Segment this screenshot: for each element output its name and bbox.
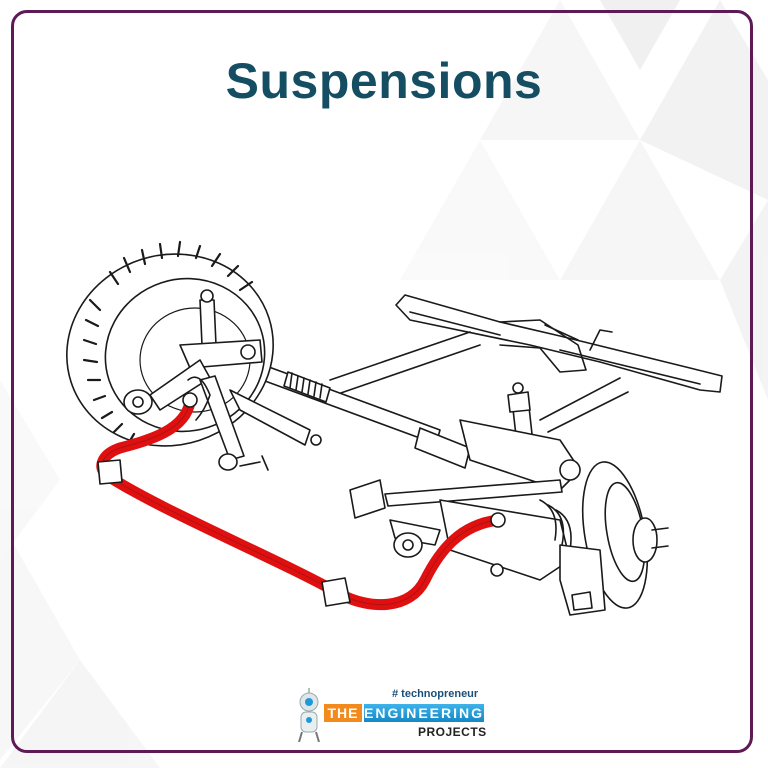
page-title: Suspensions [225,53,543,109]
logo-word-engineering: ENGINEERING [364,704,485,722]
logo-hashtag: # technopreneur [392,688,479,700]
stabilizer-bar [96,392,506,611]
robot-icon [298,688,320,742]
logo-word-projects: PROJECTS [418,725,487,739]
logo-word-the: THE [324,704,362,722]
subframe-crossmember [329,294,723,433]
left-suspension-assembly [123,289,322,471]
right-suspension-assembly [349,382,669,616]
engineering-projects-logo: # technopreneur THE ENGINEERING PROJECTS [294,686,487,746]
content-frame [11,10,753,753]
